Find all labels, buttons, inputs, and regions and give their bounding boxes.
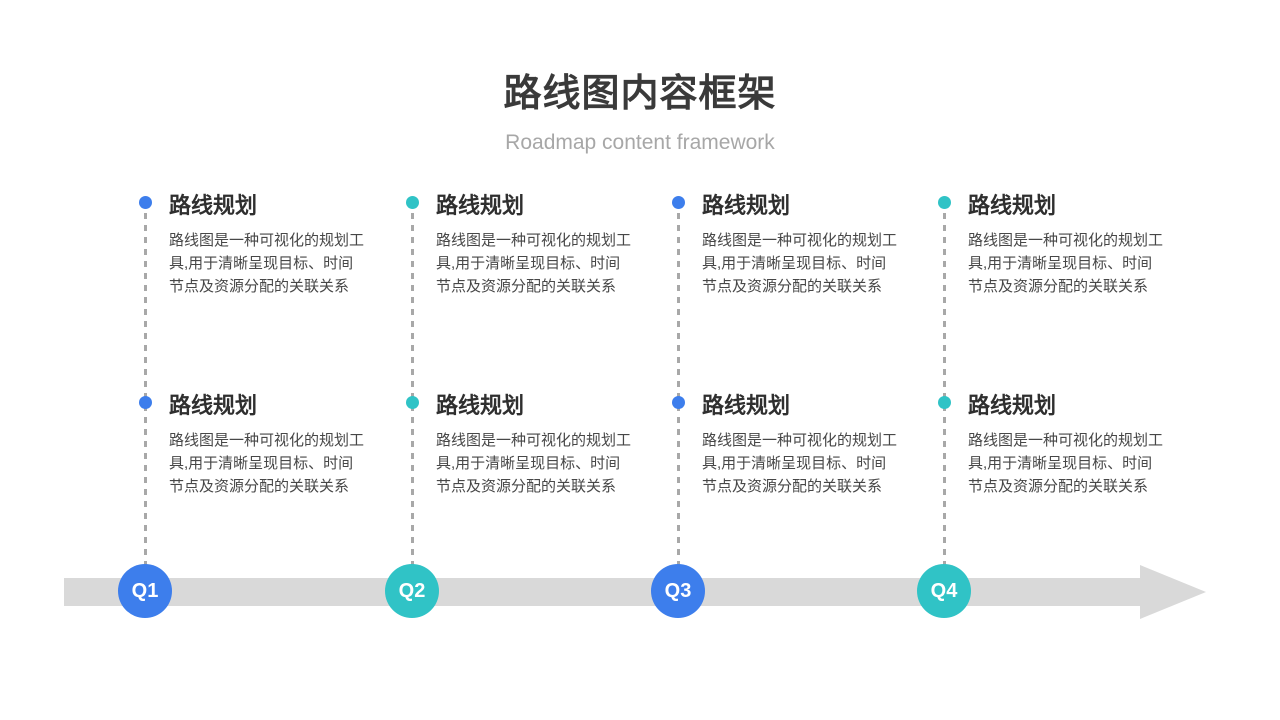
entry-heading: 路线规划: [968, 193, 1057, 218]
timeline-arrow-shaft: [64, 578, 1141, 606]
entry-content: 路线规划 路线图是一种可视化的规划工 具,用于清晰呈现目标、时间 节点及资源分配…: [937, 193, 1197, 298]
page-subtitle: Roadmap content framework: [505, 131, 775, 154]
timeline-column-q2: 路线规划 路线图是一种可视化的规划工 具,用于清晰呈现目标、时间 节点及资源分配…: [405, 193, 665, 583]
quarter-marker-q3: Q3: [651, 564, 705, 618]
slide-header: 路线图内容框架 Roadmap content framework: [0, 62, 1280, 155]
entry-body: 路线图是一种可视化的规划工 具,用于清晰呈现目标、时间 节点及资源分配的关联关系: [169, 432, 365, 495]
milestone-dot: [138, 396, 152, 409]
entry-content: 路线规划 路线图是一种可视化的规划工 具,用于清晰呈现目标、时间 节点及资源分配…: [405, 393, 665, 498]
roadmap-entry: 路线规划 路线图是一种可视化的规划工 具,用于清晰呈现目标、时间 节点及资源分配…: [138, 193, 398, 298]
milestone-dot: [405, 396, 419, 409]
page-title: 路线图内容框架: [503, 73, 777, 115]
entry-content: 路线规划 路线图是一种可视化的规划工 具,用于清晰呈现目标、时间 节点及资源分配…: [405, 193, 665, 298]
entry-content: 路线规划 路线图是一种可视化的规划工 具,用于清晰呈现目标、时间 节点及资源分配…: [671, 193, 931, 298]
entry-body: 路线图是一种可视化的规划工 具,用于清晰呈现目标、时间 节点及资源分配的关联关系: [968, 432, 1164, 495]
timeline-column-q3: 路线规划 路线图是一种可视化的规划工 具,用于清晰呈现目标、时间 节点及资源分配…: [671, 193, 931, 583]
milestone-dot: [138, 196, 152, 209]
milestone-dot: [937, 396, 951, 409]
dashed-connector: [676, 213, 680, 570]
roadmap-entry: 路线规划 路线图是一种可视化的规划工 具,用于清晰呈现目标、时间 节点及资源分配…: [405, 193, 665, 298]
entry-body: 路线图是一种可视化的规划工 具,用于清晰呈现目标、时间 节点及资源分配的关联关系: [702, 232, 898, 295]
roadmap-entry: 路线规划 路线图是一种可视化的规划工 具,用于清晰呈现目标、时间 节点及资源分配…: [937, 393, 1197, 498]
entry-body: 路线图是一种可视化的规划工 具,用于清晰呈现目标、时间 节点及资源分配的关联关系: [702, 432, 898, 495]
dashed-connector: [410, 213, 414, 570]
timeline-arrow-head-icon: [1140, 565, 1206, 619]
roadmap-entry: 路线规划 路线图是一种可视化的规划工 具,用于清晰呈现目标、时间 节点及资源分配…: [671, 393, 931, 498]
quarter-marker-q4: Q4: [917, 564, 971, 618]
entry-content: 路线规划 路线图是一种可视化的规划工 具,用于清晰呈现目标、时间 节点及资源分配…: [138, 393, 398, 498]
dashed-connector: [143, 213, 147, 570]
roadmap-entry: 路线规划 路线图是一种可视化的规划工 具,用于清晰呈现目标、时间 节点及资源分配…: [671, 193, 931, 298]
milestone-dot: [671, 396, 685, 409]
milestone-dot: [937, 196, 951, 209]
entry-content: 路线规划 路线图是一种可视化的规划工 具,用于清晰呈现目标、时间 节点及资源分配…: [138, 193, 398, 298]
entry-body: 路线图是一种可视化的规划工 具,用于清晰呈现目标、时间 节点及资源分配的关联关系: [436, 232, 632, 295]
entry-heading: 路线规划: [968, 393, 1057, 418]
quarter-marker-q2: Q2: [385, 564, 439, 618]
entry-content: 路线规划 路线图是一种可视化的规划工 具,用于清晰呈现目标、时间 节点及资源分配…: [937, 393, 1197, 498]
roadmap-entry: 路线规划 路线图是一种可视化的规划工 具,用于清晰呈现目标、时间 节点及资源分配…: [405, 393, 665, 498]
dashed-connector: [942, 213, 946, 570]
entry-heading: 路线规划: [169, 193, 258, 218]
entry-body: 路线图是一种可视化的规划工 具,用于清晰呈现目标、时间 节点及资源分配的关联关系: [436, 432, 632, 495]
entry-heading: 路线规划: [436, 193, 525, 218]
milestone-dot: [405, 196, 419, 209]
quarter-marker-q1: Q1: [118, 564, 172, 618]
roadmap-entry: 路线规划 路线图是一种可视化的规划工 具,用于清晰呈现目标、时间 节点及资源分配…: [138, 393, 398, 498]
roadmap-entry: 路线规划 路线图是一种可视化的规划工 具,用于清晰呈现目标、时间 节点及资源分配…: [937, 193, 1197, 298]
entry-heading: 路线规划: [702, 393, 791, 418]
entry-heading: 路线规划: [436, 393, 525, 418]
entry-body: 路线图是一种可视化的规划工 具,用于清晰呈现目标、时间 节点及资源分配的关联关系: [169, 232, 365, 295]
milestone-dot: [671, 196, 685, 209]
entry-heading: 路线规划: [702, 193, 791, 218]
timeline-column-q4: 路线规划 路线图是一种可视化的规划工 具,用于清晰呈现目标、时间 节点及资源分配…: [937, 193, 1197, 583]
entry-body: 路线图是一种可视化的规划工 具,用于清晰呈现目标、时间 节点及资源分配的关联关系: [968, 232, 1164, 295]
entry-content: 路线规划 路线图是一种可视化的规划工 具,用于清晰呈现目标、时间 节点及资源分配…: [671, 393, 931, 498]
entry-heading: 路线规划: [169, 393, 258, 418]
timeline-column-q1: 路线规划 路线图是一种可视化的规划工 具,用于清晰呈现目标、时间 节点及资源分配…: [138, 193, 398, 583]
